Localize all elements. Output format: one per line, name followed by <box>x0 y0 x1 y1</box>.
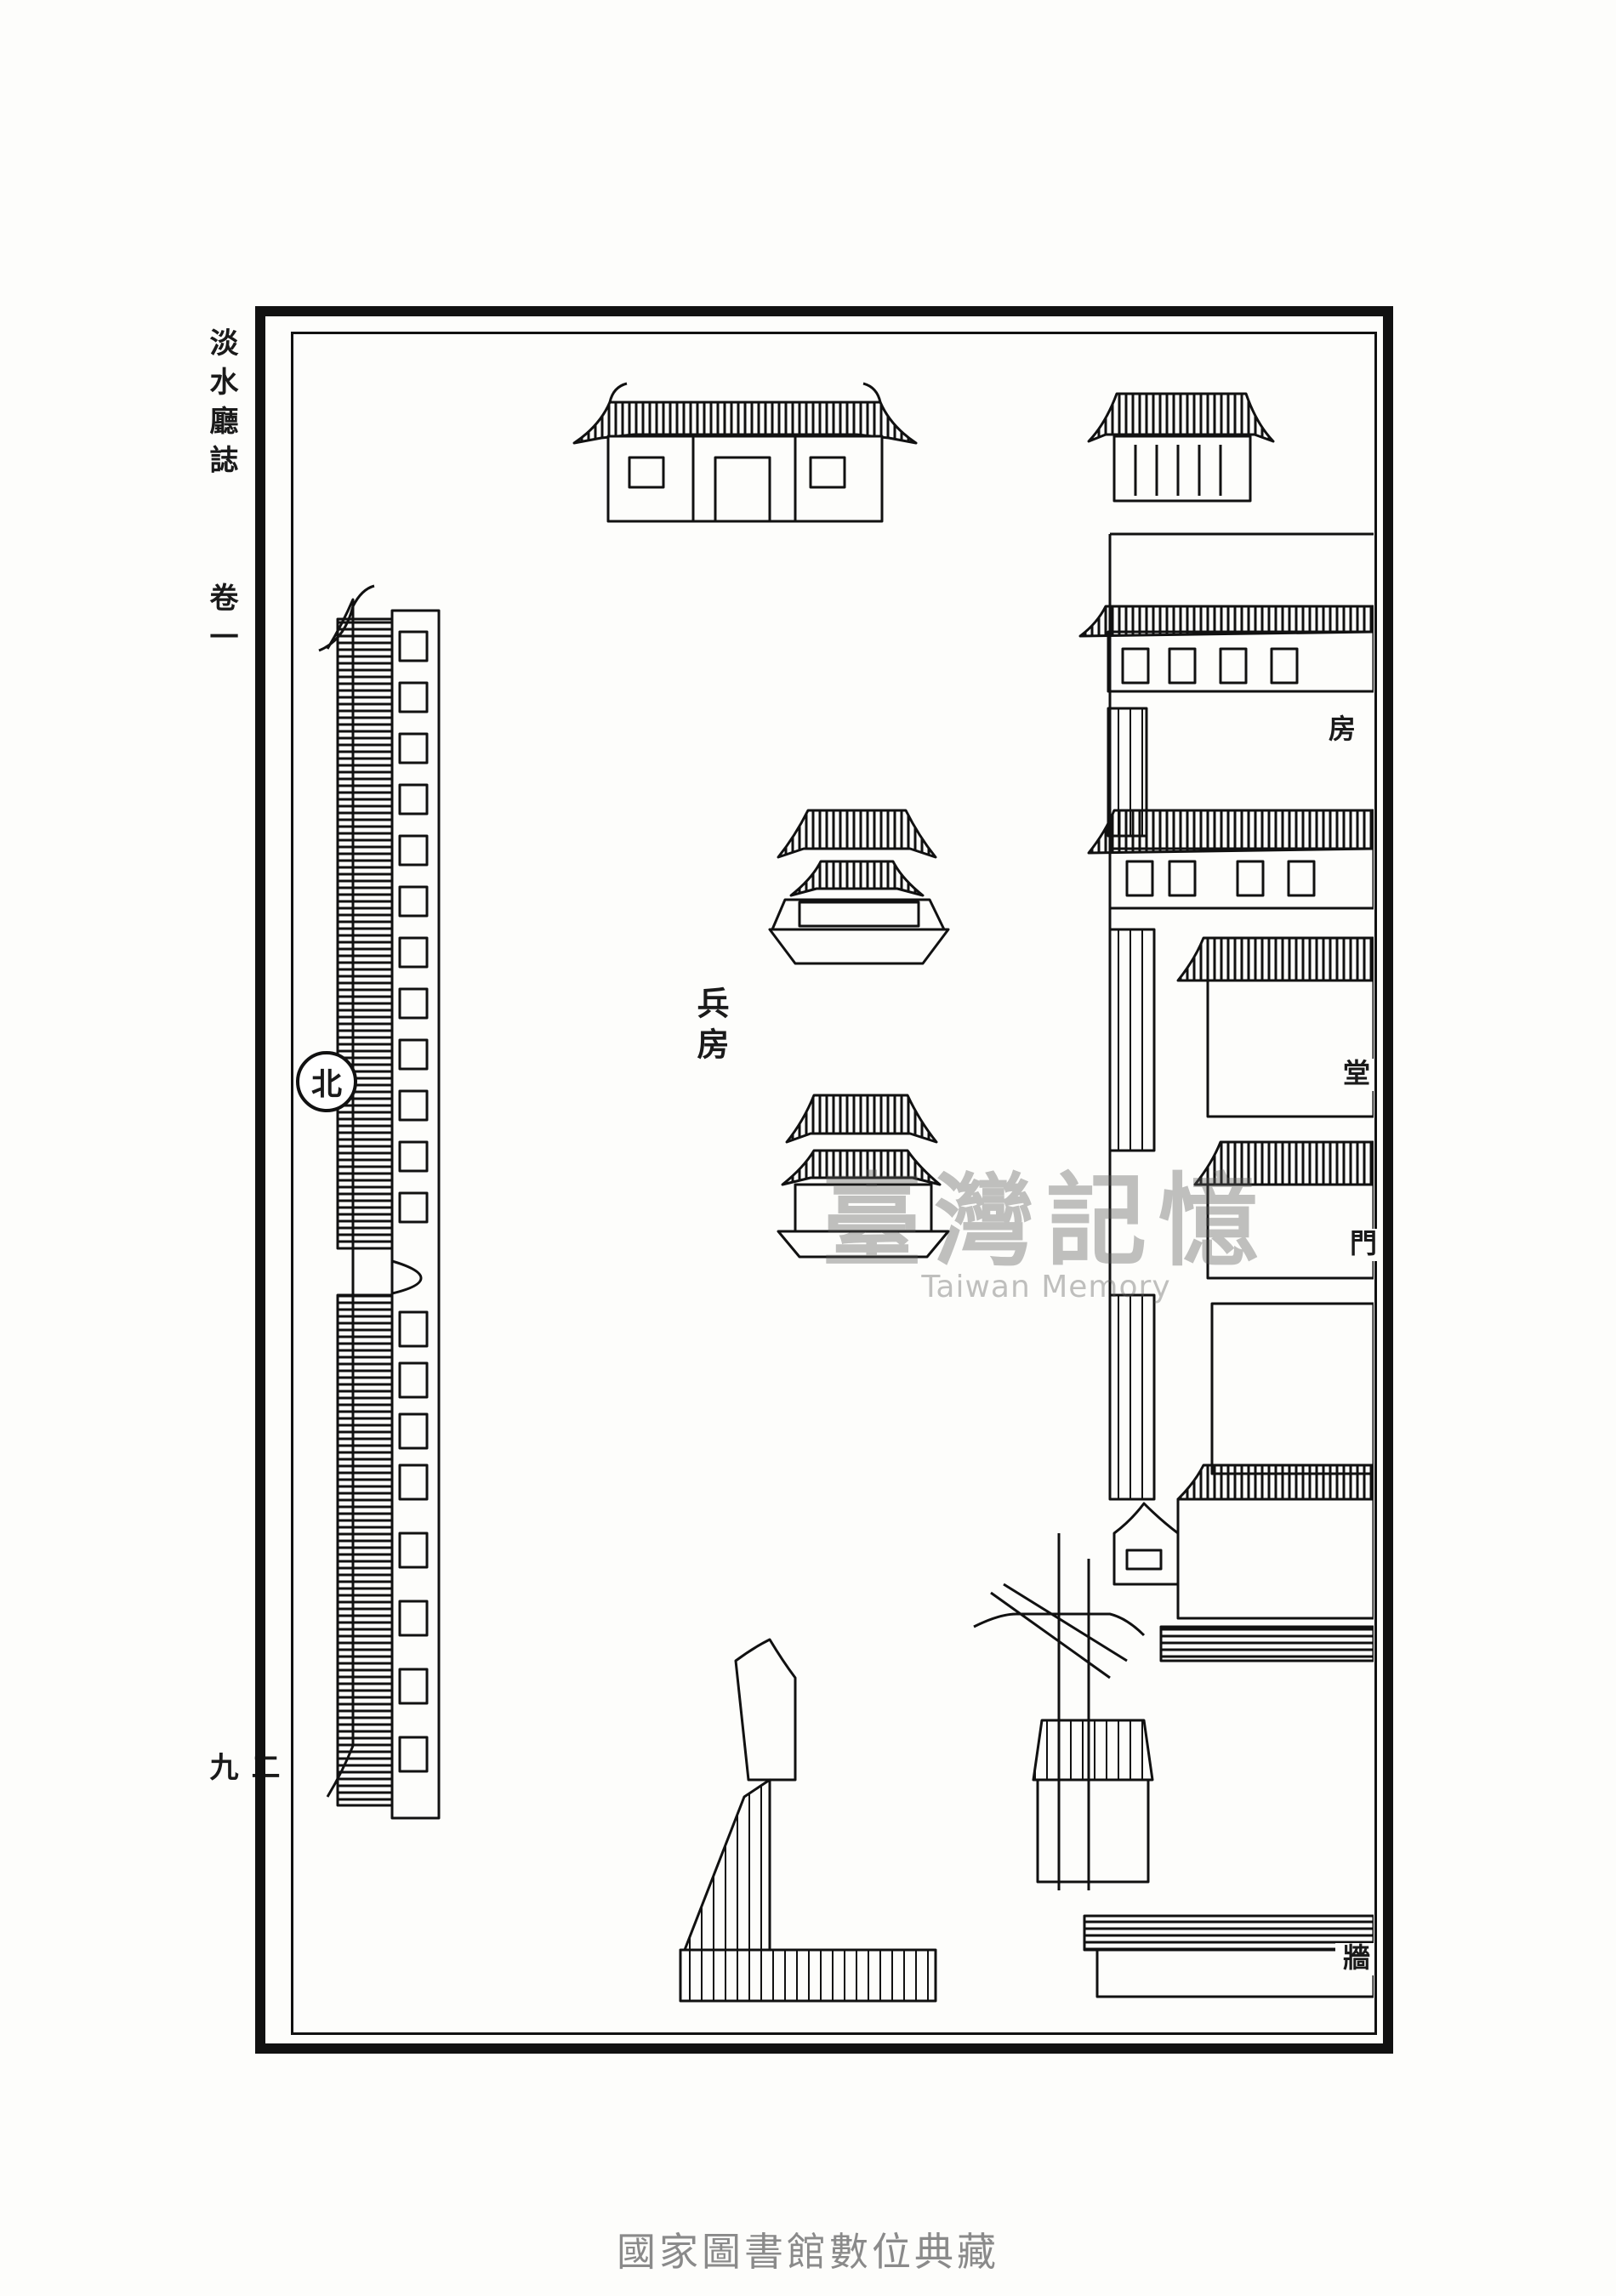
top-right-pavilion <box>1087 392 1275 503</box>
flagpoles-and-gate <box>679 1533 1374 2003</box>
north-compass-seal: 北 <box>296 1051 357 1112</box>
label-hall: 堂 <box>1335 1059 1374 1091</box>
top-gatehouse <box>572 382 918 523</box>
label-gate: 門 <box>1342 1229 1381 1261</box>
inner-frame <box>291 332 1377 2035</box>
margin-column: 淡水廳誌 卷一 二九 <box>194 327 280 1791</box>
label-soldier-quarters: 兵房 <box>691 986 730 1068</box>
woodblock-illustration <box>318 382 1374 2003</box>
barracks-building <box>318 584 441 1820</box>
label-wall: 牆 <box>1335 1943 1374 1975</box>
volume-label: 卷一 <box>204 583 238 661</box>
right-yamen-complex <box>1078 532 1374 1662</box>
book-title: 淡水廳誌 <box>204 327 238 484</box>
center-pavilion-lower <box>777 1094 950 1259</box>
label-room: 房 <box>1321 714 1360 747</box>
center-pavilion-upper <box>768 809 950 965</box>
outer-frame <box>255 306 1393 2054</box>
library-footer: 國家圖書館數位典藏 <box>617 2229 999 2275</box>
